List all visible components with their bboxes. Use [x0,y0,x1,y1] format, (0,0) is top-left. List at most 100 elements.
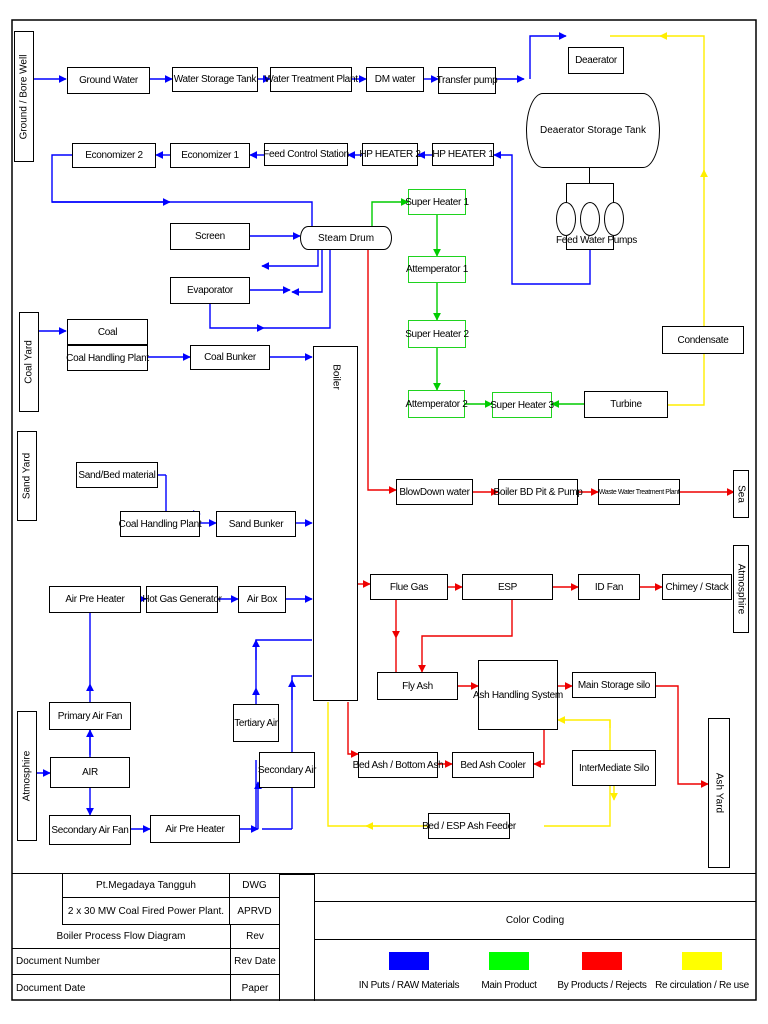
atmosphere-right-destination: Atmosphire [733,545,749,633]
coal-yard-label: Coal Yard [23,340,35,384]
feed-water-pump-1 [556,202,576,236]
super-heater-2-node: Super Heater 2 [405,320,469,348]
dm-water-node: DM water [366,67,424,92]
rev-date-cell: Rev Date [230,949,280,975]
title-right-divider [314,874,315,1001]
ash-yard-label: Ash Yard [713,772,725,814]
legend-label-2: Main Product [481,980,537,991]
air-pre-heater-bottom-node: Air Pre Heater [150,815,240,843]
bed-ash-cooler-node: Bed Ash Cooler [452,752,534,778]
ground-bore-well-label: Ground / Bore Well [18,54,30,139]
economizer-2-node: Economizer 2 [72,143,156,168]
feed-water-pump-3 [604,202,624,236]
super-heater-1-node: Super Heater 1 [405,189,469,215]
air-box-node: Air Box [238,586,286,613]
atmosphere-left-source: Atmosphire [17,711,37,841]
feed-water-pump-2 [580,202,600,236]
feed-pump-outlet [566,236,614,250]
ash-handling-system-node: Ash Handling System [473,660,563,730]
boiler-label: Boiler [330,364,341,390]
attemperator-2-node: Attemperator 2 [406,390,468,418]
blowdown-water-node: BlowDown water [396,479,473,505]
legend-swatch-3 [582,952,622,970]
secondary-air-node: Secondary Air [258,752,316,788]
drawing-title-cell: Boiler Process Flow Diagram [12,925,230,949]
secondary-air-fan-node: Secondary Air Fan [49,815,131,845]
water-storage-tank-node: Water Storage Tank [172,67,258,92]
sand-bunker-node: Sand Bunker [216,511,296,537]
title-top-right-divider [280,874,314,875]
main-storage-silo-node: Main Storage silo [572,672,656,698]
flue-gas-node: Flue Gas [370,574,448,600]
primary-air-fan-node: Primary Air Fan [49,702,131,730]
aprvd-cell: APRVD [230,898,280,925]
sand-yard-label: Sand Yard [21,452,33,500]
feed-pump-header-stub [589,168,590,183]
atmosphere-right-label: Atmosphire [735,563,747,615]
bed-bottom-ash-node: Bed Ash / Bottom Ash [353,752,444,778]
steam-product-lines [371,198,584,408]
air-node: AIR [50,757,130,788]
coal-node: Coal [67,319,148,345]
document-number-cell: Document Number [12,949,230,975]
rejects-lines [347,250,735,788]
sea-destination: Sea [733,470,749,518]
legend-label-1: IN Puts / RAW Materials [358,980,460,991]
water-supply-lines [32,32,591,833]
coal-bunker-node: Coal Bunker [190,345,270,370]
boiler-node: Boiler [313,346,358,701]
tertiary-air-node: Tertiary Air [233,704,279,742]
legend-label-3: By Products / Rejects [557,980,647,991]
boiler-bd-pit-pump-node: Boiler BD Pit & Pump [493,479,583,505]
coal-handling-plant-node: Coal Handling Plant [66,345,149,371]
ground-water-node: Ground Water [67,67,150,94]
deaerator-node: Deaerator [568,47,624,74]
attemperator-1-node: Attemperator 1 [406,256,468,283]
title-block: Pt.Megadaya Tangguh DWG 2 x 30 MW Coal F… [12,873,756,1001]
paper-cell: Paper [230,975,280,1001]
coal-yard-source: Coal Yard [19,312,39,412]
sand-bed-material-node: Sand/Bed material [76,462,158,488]
super-heater-3-node: Super Heater 3 [490,392,554,418]
ash-yard-destination: Ash Yard [708,718,730,868]
legend-swatch-2 [489,952,529,970]
sea-label: Sea [735,485,747,503]
fly-ash-node: Fly Ash [377,672,458,700]
document-date-cell: Document Date [16,982,86,994]
company-cell: Pt.Megadaya Tangguh [62,874,230,898]
feed-control-station-node: Feed Control Station [263,143,349,166]
screen-node: Screen [170,223,250,250]
bed-esp-ash-feeder-node: Bed / ESP Ash Feeder [422,813,516,839]
legend-swatch-4 [682,952,722,970]
rev-cell: Rev [230,925,280,949]
color-coding-section: Color Coding IN Puts / RAW Materials Main… [314,901,756,1002]
chimney-stack-node: Chimey / Stack [662,574,732,600]
id-fan-node: ID Fan [578,574,640,600]
transfer-pump-node: Transfer pump [437,67,498,94]
ground-bore-well-source: Ground / Bore Well [14,31,34,162]
title-left-divider [62,874,63,925]
waste-water-treatment-node: Waste Water Treatment Plant [598,479,680,505]
legend-swatch-1 [389,952,429,970]
feed-water-pumps-label: Feed Water Pumps [556,235,637,246]
turbine-node: Turbine [584,391,668,418]
condensate-node: Condensate [662,326,744,354]
deaerator-storage-tank-node: Deaerator Storage Tank [526,93,660,168]
hot-gas-generator-node: Hot Gas Generator [142,586,222,613]
hp-heater-1-node: HP HEATER 1 [432,143,494,166]
color-coding-title: Color Coding [314,902,756,940]
water-treatment-plant-node: Water Treatment Plant [264,67,358,92]
economizer-1-node: Economizer 1 [170,143,250,168]
feed-pump-header [566,183,614,203]
intermediate-silo-node: InterMediate Silo [572,750,656,786]
sand-yard-source: Sand Yard [17,431,37,521]
esp-node: ESP [462,574,553,600]
hp-heater-2-node: HP HEATER 2 [359,143,421,166]
dwg-cell: DWG [230,874,280,898]
atmosphere-left-label: Atmosphire [21,750,33,802]
sand-handling-plant-node: Coal Handling Plant [119,511,202,537]
project-cell: 2 x 30 MW Coal Fired Power Plant. [62,898,230,925]
drawing-frame [11,19,757,1001]
evaporator-node: Evaporator [170,277,250,304]
legend-label-4: Re circulation / Re use [655,980,749,991]
